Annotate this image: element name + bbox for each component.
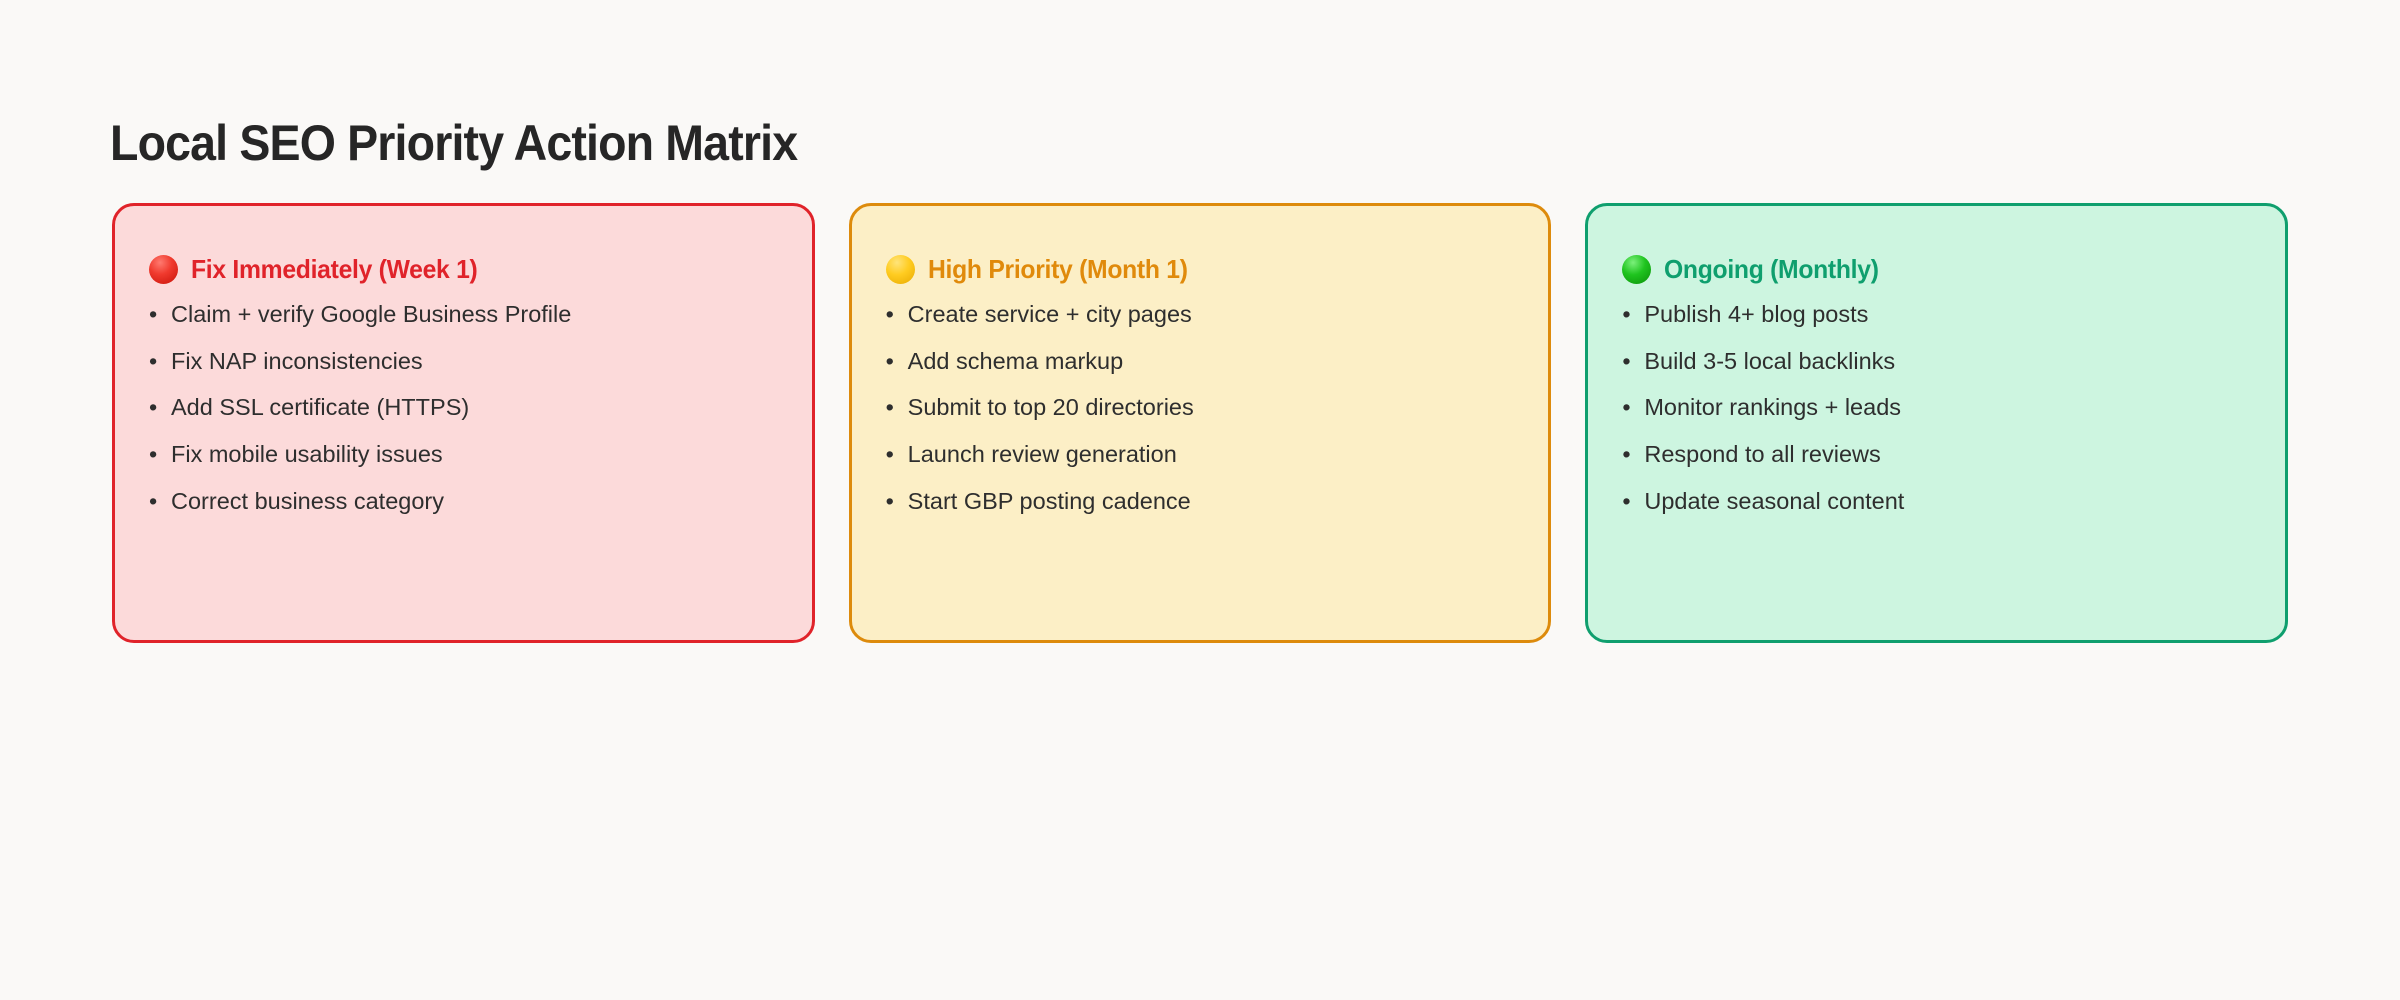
card-title: High Priority (Month 1): [927, 254, 1188, 284]
list-item-label: Fix NAP inconsistencies: [171, 347, 423, 374]
bullet-glyph: •: [1622, 487, 1631, 514]
priority-card-row: Fix Immediately (Week 1) • Claim + verify…: [112, 203, 2289, 643]
list-item: • Correct business category: [149, 488, 778, 516]
bullet-glyph: •: [149, 487, 158, 514]
list-item-label: Start GBP posting cadence: [907, 487, 1191, 514]
card-header: Ongoing (Monthly): [1622, 254, 2251, 285]
bullet-glyph: •: [149, 441, 158, 468]
list-item: • Respond to all reviews: [1622, 441, 2251, 469]
list-item-label: Fix mobile usability issues: [171, 441, 443, 468]
list-item-label: Submit to top 20 directories: [907, 394, 1194, 421]
bullet-glyph: •: [1622, 301, 1631, 327]
list-item-label: Monitor rankings + leads: [1644, 394, 1902, 421]
card-title: Fix Immediately (Week 1): [191, 254, 478, 284]
bullet-glyph: •: [885, 347, 894, 374]
card-header: High Priority (Month 1): [885, 254, 1515, 285]
list-item-label: Add schema markup: [907, 347, 1124, 374]
action-item-list: • Publish 4+ blog posts • Build 3-5 local …: [1622, 301, 2251, 516]
bullet-glyph: •: [1622, 441, 1631, 468]
list-item: • Launch review generation: [886, 441, 1515, 469]
card-title: Ongoing (Monthly): [1664, 254, 1879, 284]
priority-card-high-priority[interactable]: High Priority (Month 1) • Create service …: [848, 203, 1552, 643]
bullet-glyph: •: [885, 301, 894, 327]
list-item-label: Correct business category: [171, 487, 444, 514]
bullet-glyph: •: [885, 441, 894, 468]
list-item-label: Launch review generation: [907, 441, 1177, 468]
green-circle-icon: [1622, 255, 1652, 284]
list-item-label: Build 3-5 local backlinks: [1644, 347, 1896, 374]
list-item-label: Create service + city pages: [907, 301, 1192, 327]
bullet-glyph: •: [885, 487, 894, 514]
action-item-list: •Claim + verify Google Business Profile …: [149, 301, 778, 516]
page-title: Local SEO Priority Action Matrix: [110, 114, 798, 171]
bullet-glyph: •: [885, 394, 894, 421]
card-header: Fix Immediately (Week 1): [149, 254, 778, 285]
list-item-label: Claim + verify Google Business Profile: [171, 301, 572, 327]
list-item: • Publish 4+ blog posts: [1622, 301, 2251, 329]
list-item: • Monitor rankings + leads: [1622, 394, 2251, 422]
bullet-glyph: •: [149, 301, 158, 327]
list-item-label: Publish 4+ blog posts: [1644, 301, 1869, 327]
list-item-label: Update seasonal content: [1644, 487, 1905, 514]
bullet-glyph: •: [1622, 394, 1631, 421]
priority-card-ongoing[interactable]: Ongoing (Monthly) • Publish 4+ blog posts…: [1585, 203, 2289, 643]
yellow-circle-icon: [885, 255, 915, 284]
list-item: • Update seasonal content: [1622, 488, 2251, 516]
list-item: • Start GBP posting cadence: [886, 488, 1515, 516]
action-item-list: • Create service + city pages • Add schema…: [886, 301, 1515, 516]
list-item: • Claim + verify Google Business Profile: [149, 301, 778, 329]
list-item: • Fix mobile usability issues: [149, 441, 778, 469]
bullet-glyph: •: [149, 347, 158, 374]
bullet-glyph: •: [1622, 347, 1631, 374]
list-item: • Create service + city pages: [886, 301, 1515, 329]
list-item: • Add SSL certificate (HTTPS): [149, 394, 778, 422]
list-item: • Build 3-5 local backlinks: [1622, 348, 2251, 376]
list-item-label: Add SSL certificate (HTTPS): [171, 394, 470, 421]
list-item: • Add schema markup: [886, 348, 1515, 376]
bullet-glyph: •: [149, 394, 158, 421]
priority-card-fix-immediately[interactable]: Fix Immediately (Week 1) • Claim + verify…: [112, 203, 815, 643]
list-item: • Fix NAP inconsistencies: [149, 348, 778, 376]
list-item-label: Respond to all reviews: [1644, 441, 1881, 468]
list-item: • Submit to top 20 directories: [886, 394, 1515, 422]
red-circle-icon: [149, 255, 178, 284]
